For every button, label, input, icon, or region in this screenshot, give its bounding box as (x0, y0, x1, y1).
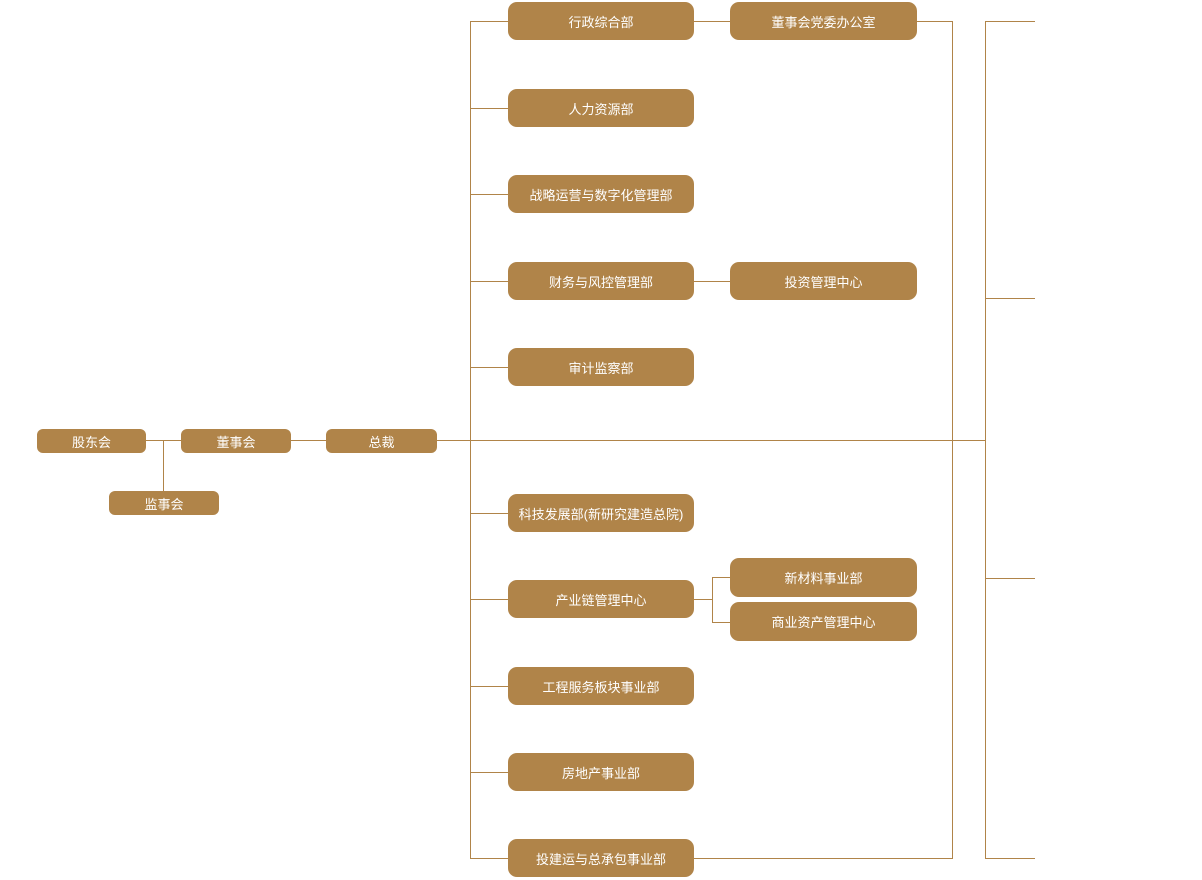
connector-right-stub-1 (985, 21, 1035, 22)
connector-admin-to-party-office (694, 21, 730, 22)
node-administration-general-dept: 行政综合部 (508, 2, 694, 40)
connector-epc-to-mid-trunk (694, 858, 953, 859)
connector-industry-chain-to-bracket (694, 599, 712, 600)
connector-right-stub-3 (985, 578, 1035, 579)
node-human-resources-dept: 人力资源部 (508, 89, 694, 127)
node-commercial-asset-management-center: 商业资产管理中心 (730, 602, 917, 641)
node-label: 商业资产管理中心 (771, 615, 876, 630)
connector-stub-real-estate (470, 772, 508, 773)
node-president: 总裁 (326, 429, 437, 453)
connector-stub-epc (470, 858, 508, 859)
node-label: 房地产事业部 (561, 765, 640, 781)
connector-right-stub-2 (985, 298, 1035, 299)
connector-stub-finance (470, 281, 508, 282)
node-audit-supervision-dept: 审计监察部 (508, 348, 694, 386)
connector-bracket-to-new-materials (712, 577, 730, 578)
connector-party-office-to-mid-trunk (917, 21, 952, 22)
node-label: 战略运营与数字化管理部 (529, 187, 673, 203)
node-label: 工程服务板块事业部 (542, 679, 660, 695)
connector-stub-strategy (470, 194, 508, 195)
connector-stub-industry-chain (470, 599, 508, 600)
connector-president-main-line (437, 440, 985, 441)
node-label: 财务与风控管理部 (548, 274, 653, 290)
node-investment-construction-epc-division: 投建运与总承包事业部 (508, 839, 694, 877)
node-label: 投建运与总承包事业部 (535, 851, 666, 867)
node-strategy-operations-digital-dept: 战略运营与数字化管理部 (508, 175, 694, 213)
node-engineering-services-division: 工程服务板块事业部 (508, 667, 694, 705)
node-label: 新材料事业部 (784, 571, 863, 586)
connector-stub-audit (470, 367, 508, 368)
node-label: 董事会党委办公室 (771, 14, 876, 30)
connector-bracket-vertical (712, 577, 713, 623)
connector-left-trunk (470, 21, 471, 859)
connector-stub-admin (470, 21, 508, 22)
node-label: 监事会 (144, 496, 184, 512)
node-label: 投资管理中心 (784, 274, 863, 290)
connector-finance-to-investment (694, 281, 730, 282)
node-industry-chain-management-center: 产业链管理中心 (508, 580, 694, 618)
connector-stub-technology (470, 513, 508, 514)
connector-right-trunk (985, 21, 986, 859)
node-board-party-committee-office: 董事会党委办公室 (730, 2, 917, 40)
node-investment-management-center: 投资管理中心 (730, 262, 917, 300)
node-finance-risk-control-dept: 财务与风控管理部 (508, 262, 694, 300)
node-label: 行政综合部 (568, 14, 634, 30)
connector-stub-engineering (470, 686, 508, 687)
node-real-estate-division: 房地产事业部 (508, 753, 694, 791)
connector-right-stub-4 (985, 858, 1035, 859)
connector-bracket-to-commercial-asset (712, 622, 730, 623)
node-shareholders-meeting: 股东会 (37, 429, 146, 453)
node-technology-development-dept: 科技发展部(新研究建造总院) (508, 494, 694, 532)
connector-board-to-president (291, 440, 326, 441)
connector-supervisory-drop (163, 440, 164, 491)
node-label: 科技发展部(新研究建造总院) (518, 506, 684, 522)
node-supervisory-board: 监事会 (109, 491, 219, 515)
node-new-materials-division: 新材料事业部 (730, 558, 917, 597)
node-label: 股东会 (71, 434, 111, 450)
node-label: 产业链管理中心 (555, 592, 647, 608)
node-label: 审计监察部 (568, 360, 634, 376)
node-label: 总裁 (368, 434, 395, 450)
node-board-of-directors: 董事会 (181, 429, 291, 453)
node-label: 人力资源部 (568, 101, 634, 117)
connector-mid-trunk (952, 21, 953, 859)
node-label: 董事会 (216, 434, 256, 450)
connector-stub-hr (470, 108, 508, 109)
